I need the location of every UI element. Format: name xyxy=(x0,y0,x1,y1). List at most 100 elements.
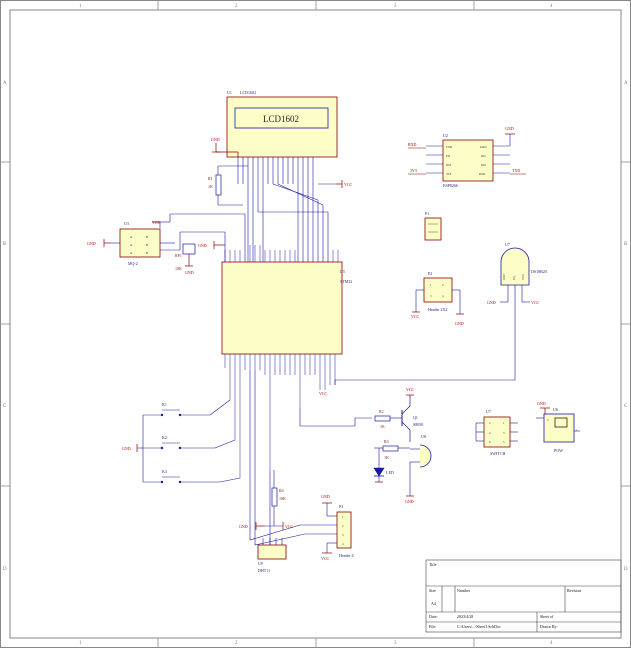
esp8266-component: TXD EN RST 3V3 GND IO2 IO0 RXD xyxy=(426,134,511,182)
svg-text:A: A xyxy=(130,235,133,239)
ds18b20-gnd-label: GND xyxy=(487,300,496,305)
lcd1602-component: LCD1602 U1 LCD1602 xyxy=(226,90,338,262)
esp-ref: U2 xyxy=(443,133,448,138)
zone-row-b: B xyxy=(3,242,7,247)
title-block xyxy=(425,559,622,633)
zone-col-2-bottom: 2 xyxy=(235,641,238,646)
r4-value: 10K xyxy=(279,496,286,501)
k3-ref: K3 xyxy=(162,469,167,474)
esp-pin-3v3: 3V3 xyxy=(446,172,452,176)
led-component xyxy=(373,448,385,483)
esp-pin-rst: RST xyxy=(446,163,452,167)
zone-row-c: C xyxy=(3,404,7,409)
zone-col-4: 4 xyxy=(550,4,553,9)
k1-ref: K1 xyxy=(162,402,167,407)
mq2-ref: U3 xyxy=(124,221,129,226)
svg-text:DQ: DQ xyxy=(512,275,516,280)
stm32-component xyxy=(221,245,343,478)
lcd-gnd-label: GND xyxy=(211,137,220,142)
sw-pin-3: 3 xyxy=(503,431,505,435)
r3-resistor xyxy=(374,445,410,452)
lcd-vcc-label: VCC xyxy=(344,182,353,187)
esp-pin-rxd: RXD xyxy=(479,172,486,176)
buttons-gnd-label: GND xyxy=(122,446,131,451)
pow-component: 2 1 xyxy=(536,407,580,443)
pow-gnd-label: GND xyxy=(537,401,546,406)
sw-pin-2: 2 xyxy=(489,421,491,425)
q1-ref: Q1 xyxy=(413,415,418,420)
p2-vcc-label: VCC xyxy=(411,314,420,319)
buzzer-gnd-label: GND xyxy=(405,499,414,504)
svg-text:H: H xyxy=(146,243,149,247)
p2-ref: P2 xyxy=(428,271,432,276)
buzzer-ref: U8 xyxy=(421,434,426,439)
pow-name: POW xyxy=(554,448,563,453)
p1-ref: P1 xyxy=(425,211,429,216)
lcd-display-text: LCD1602 xyxy=(263,114,299,124)
p3-pin-4: 4 xyxy=(342,542,344,546)
ds18b20-vcc-label: VCC xyxy=(531,300,540,305)
p3-pin-1: 1 xyxy=(342,515,344,519)
p1-header xyxy=(424,217,442,241)
buzzer-component xyxy=(406,444,432,497)
switch-name: SWITCH xyxy=(490,451,505,456)
p2-header: 1 2 3 4 xyxy=(412,277,464,315)
tb-date: 2023/4/28 xyxy=(457,614,473,619)
zone-row-a-right: A xyxy=(624,81,628,86)
lcd-vcc xyxy=(336,180,343,188)
mq2-gnd-label: GND xyxy=(87,241,96,246)
p3-pin-3: 3 xyxy=(342,533,344,537)
p3-vcc-label: VCC xyxy=(321,556,330,561)
p3-header: 1 2 3 4 xyxy=(249,370,352,554)
p2-gnd-label: GND xyxy=(455,321,464,326)
q1-name: S8050 xyxy=(413,422,423,427)
dht-gnd-label: GND xyxy=(239,524,248,529)
switch-ref: U7 xyxy=(486,409,491,414)
q1-vcc-label: VCC xyxy=(406,387,415,392)
rp1-ref: RP1 xyxy=(175,253,182,258)
q1-transistor xyxy=(390,394,414,442)
pow-pin-2: 2 xyxy=(547,418,549,422)
zone-col-1: 1 xyxy=(79,4,82,9)
rp1-gnd-label: GND xyxy=(185,270,194,275)
zone-row-d-right: D xyxy=(624,567,628,572)
esp-name: ESP8266 xyxy=(443,183,458,188)
svg-text:GND: GND xyxy=(502,273,506,280)
zone-row-a: A xyxy=(3,81,7,86)
ds18b20-component: GND DQ VCC xyxy=(500,247,530,306)
stm32-ref: U5 xyxy=(340,269,345,274)
svg-text:H: H xyxy=(146,235,149,239)
r1-value: 1K xyxy=(208,184,213,189)
lcd-gnd xyxy=(212,143,239,157)
rp1-potentiometer xyxy=(182,243,196,267)
k2-ref: K2 xyxy=(162,435,167,440)
pow-pin-1: 1 xyxy=(576,428,578,432)
sw-pin-5: 5 xyxy=(503,440,505,444)
zone-row-d: D xyxy=(3,567,7,572)
sw-pin-1: 1 xyxy=(503,421,505,425)
zone-row-c-right: C xyxy=(624,404,628,409)
dht-vcc-label: VCC xyxy=(285,524,294,529)
lcd-ref: U1 xyxy=(227,90,232,95)
esp-pin-io2: IO2 xyxy=(481,154,486,158)
tb-size-label: Size xyxy=(429,588,436,593)
tb-drawn-label: Drawn By: xyxy=(540,624,558,629)
p2-pin-4: 4 xyxy=(442,294,444,298)
tb-file: C:\Users\...\Sheet1.SchDoc xyxy=(457,624,501,629)
tb-sheet-label: Sheet of xyxy=(540,614,554,619)
p3-pin-2: 2 xyxy=(342,524,344,528)
p2-name: Header 2X2 xyxy=(428,307,447,312)
zone-col-4-bottom: 4 xyxy=(550,641,553,646)
tb-date-label: Date: xyxy=(429,614,438,619)
sw-pin-6: 6 xyxy=(489,440,491,444)
tb-file-label: File: xyxy=(429,624,436,629)
dht11-component xyxy=(257,538,287,560)
zone-col-3: 3 xyxy=(394,4,397,9)
esp-pin-gnd: GND xyxy=(480,145,487,149)
r3-value: 1K xyxy=(384,455,389,460)
dht11-ref: U9 xyxy=(258,561,263,566)
svg-text:A: A xyxy=(130,251,133,255)
svg-text:H: H xyxy=(146,251,149,255)
